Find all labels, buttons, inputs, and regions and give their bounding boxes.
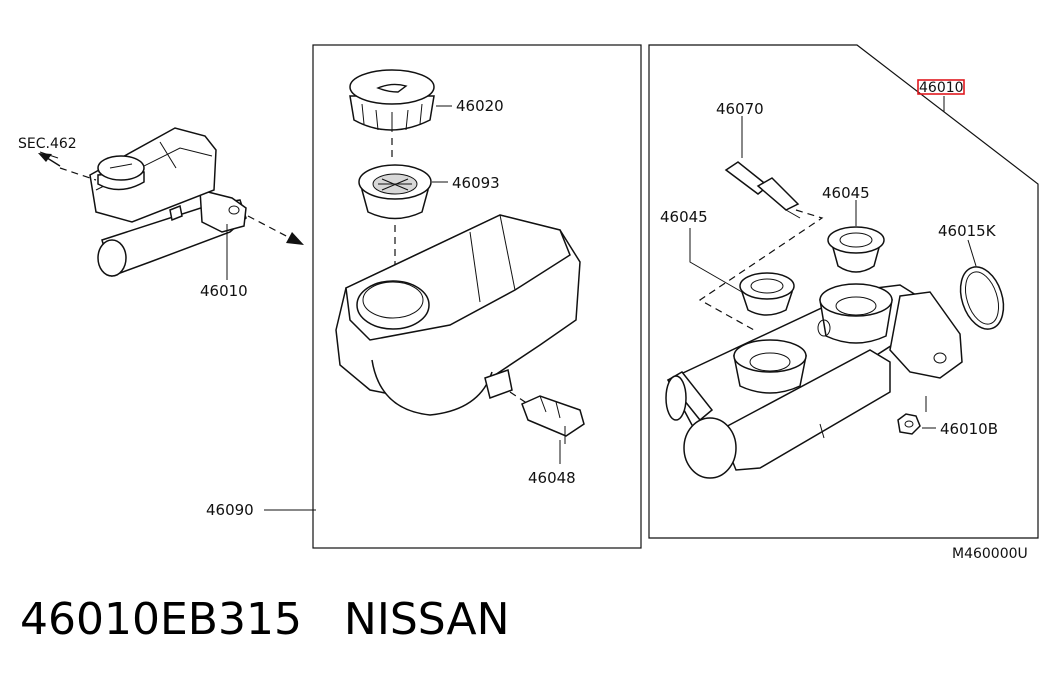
diagram-code: M460000U [952,546,1028,562]
part-label-46045-rear[interactable]: 46045 [822,184,870,202]
part-label-46070[interactable]: 46070 [716,100,764,118]
highlight-label-46010[interactable]: 46010 [919,80,964,96]
highlight-box [917,79,965,95]
caption: 46010EB315 NISSAN [20,594,510,645]
grommet-front[interactable] [739,272,795,316]
mounting-nut[interactable] [897,413,921,435]
sec-462-label[interactable]: SEC.462 [18,136,77,152]
caption-brand: NISSAN [343,594,510,645]
part-label-46045-front[interactable]: 46045 [660,208,708,226]
arrow-icon [286,232,304,245]
part-label-46010[interactable]: 46010 [200,282,248,300]
reservoir-cap[interactable] [349,69,435,132]
part-label-46020[interactable]: 46020 [456,97,504,115]
fluid-level-sensor[interactable] [509,391,585,444]
reservoir-strainer[interactable] [358,164,432,220]
o-ring-seal[interactable] [953,261,1011,334]
reservoir-pin[interactable] [724,161,801,219]
grommet-rear[interactable] [827,226,885,273]
cylinder-panel-frame [648,44,1039,539]
reservoir-panel-frame [312,44,642,549]
part-label-46015k[interactable]: 46015K [938,222,997,240]
caption-part-number: 46010EB315 [20,594,302,645]
overview-master-cylinder-assembly[interactable] [89,127,247,277]
sec-462-reference[interactable]: SEC.462 [18,136,97,181]
part-label-46090[interactable]: 46090 [206,501,254,519]
overview-to-detail-arrow [247,215,304,245]
part-label-46010b[interactable]: 46010B [940,420,998,438]
part-label-46093[interactable]: 46093 [452,174,500,192]
master-cylinder-body[interactable] [665,283,963,479]
part-label-46048[interactable]: 46048 [528,469,576,487]
reservoir-body[interactable] [335,214,581,416]
overview-part-callout[interactable]: 46010 [200,224,248,300]
arrow-icon [38,153,52,162]
